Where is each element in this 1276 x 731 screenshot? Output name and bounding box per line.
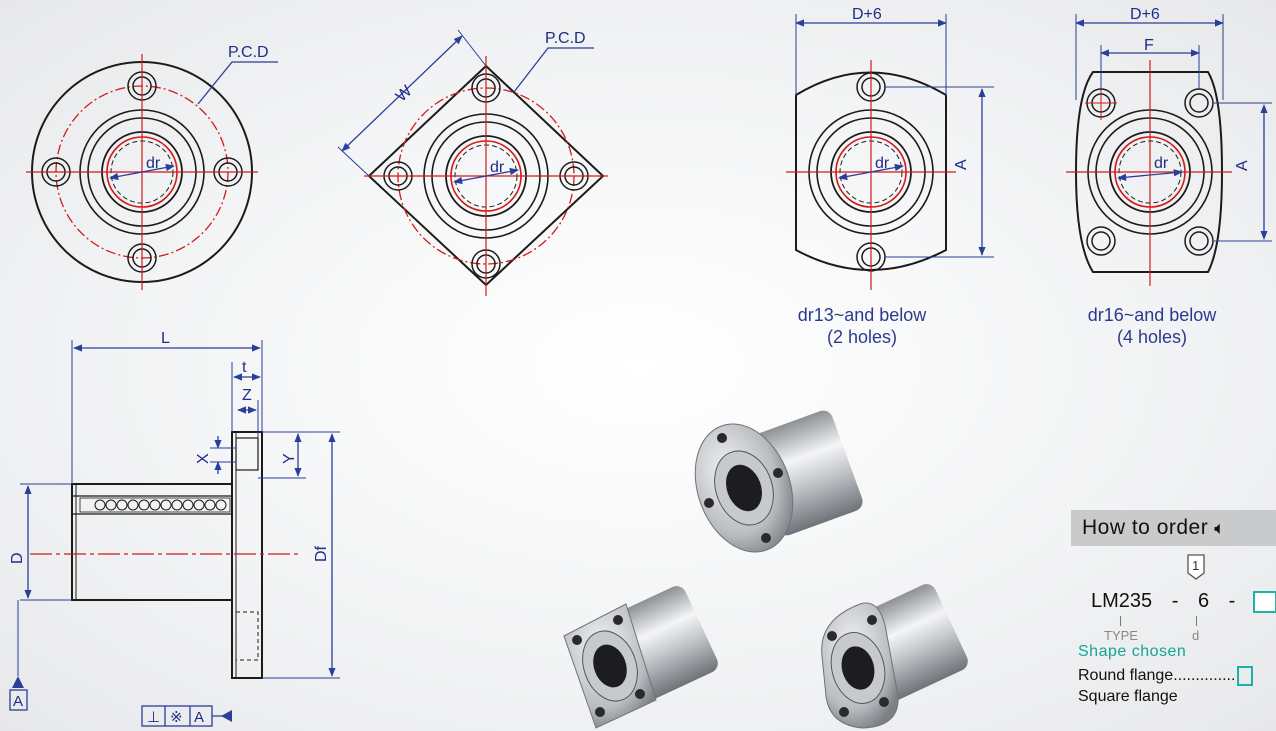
tolerance-symbol: ※ bbox=[170, 709, 183, 726]
a-label-2: A bbox=[1234, 160, 1251, 171]
option-round-flange-box[interactable] bbox=[1237, 666, 1254, 686]
caption-two-holes-line2: (2 holes) bbox=[826, 327, 898, 347]
d-label: d bbox=[1192, 628, 1200, 643]
how-to-order-title: How to order bbox=[1082, 516, 1209, 539]
product-oval-flange-photo bbox=[821, 584, 968, 729]
pcd-label-1: P.C.D bbox=[228, 44, 269, 61]
option-square-flange-label: Square flange bbox=[1078, 688, 1178, 705]
speaker-icon[interactable]: 🔈︎ bbox=[1214, 518, 1226, 538]
how-to-order-panel: How to order🔈︎ 1 LM235 - 6 - TYPE d Shap… bbox=[1071, 510, 1276, 731]
shape-chosen-title: Shape chosen bbox=[1078, 643, 1187, 660]
oval-flange-two-holes-view: dr D+6 A bbox=[786, 6, 994, 290]
type-label: TYPE bbox=[1104, 628, 1138, 643]
pcd-label-2: P.C.D bbox=[545, 30, 586, 47]
product-round-flange-photo bbox=[694, 410, 863, 553]
option-round-flange-label: Round flange.............. bbox=[1078, 667, 1236, 685]
how-to-order-header: How to order🔈︎ bbox=[1071, 510, 1276, 546]
datum-triangle-icon bbox=[12, 676, 24, 688]
order-code: LM235 bbox=[1091, 590, 1153, 612]
d-plus-6-label-1: D+6 bbox=[852, 6, 882, 23]
product-square-flange-photo bbox=[563, 586, 718, 729]
dr-label-3: dr bbox=[875, 155, 890, 172]
side-section-view: L t Z X Y Df D A ⊥ ※ A bbox=[9, 330, 340, 727]
position-marker: 1 bbox=[1187, 554, 1205, 585]
order-separator-2: - bbox=[1228, 590, 1236, 612]
round-flange-view: dr P.C.D bbox=[26, 44, 278, 290]
dr-label-4: dr bbox=[1154, 155, 1169, 172]
order-value-d: 6 bbox=[1197, 590, 1210, 612]
tolerance-datum-label: A bbox=[194, 709, 204, 726]
order-code-row: LM235 - 6 - bbox=[1091, 590, 1276, 613]
position-marker-number: 1 bbox=[1192, 558, 1199, 573]
oval-flange-four-holes-view: dr D+6 F A bbox=[1066, 6, 1272, 286]
x-label: X bbox=[195, 453, 212, 464]
order-separator-1: - bbox=[1171, 590, 1179, 612]
d-label: D bbox=[9, 552, 26, 564]
a-label-1: A bbox=[953, 159, 970, 170]
type-tick bbox=[1120, 616, 1121, 626]
dr-label-2: dr bbox=[490, 159, 505, 176]
z-label: Z bbox=[242, 387, 252, 404]
caption-four-holes-line2: (4 holes) bbox=[1116, 327, 1188, 347]
y-label: Y bbox=[281, 453, 298, 464]
caption-two-holes: dr13~and below (2 holes) bbox=[762, 304, 962, 348]
d-plus-6-label-2: D+6 bbox=[1130, 6, 1160, 23]
leader-arrow-icon bbox=[221, 710, 232, 722]
w-label: W bbox=[393, 82, 416, 105]
caption-four-holes: dr16~and below (4 holes) bbox=[1052, 304, 1252, 348]
t-label: t bbox=[242, 359, 247, 376]
df-label: Df bbox=[313, 545, 330, 562]
datum-a-label: A bbox=[13, 693, 23, 710]
caption-two-holes-line1: dr13~and below bbox=[797, 305, 927, 325]
caption-four-holes-line1: dr16~and below bbox=[1087, 305, 1217, 325]
l-label: L bbox=[161, 330, 170, 347]
option-square-flange[interactable]: Square flange bbox=[1078, 688, 1178, 706]
square-flange-view: dr W P.C.D bbox=[337, 29, 608, 296]
f-label: F bbox=[1144, 37, 1154, 54]
order-shape-slot[interactable] bbox=[1252, 590, 1276, 613]
perpendicularity-symbol: ⊥ bbox=[147, 709, 160, 726]
dr-label-1: dr bbox=[146, 155, 161, 172]
option-round-flange[interactable]: Round flange.............. bbox=[1078, 666, 1254, 686]
d-tick bbox=[1196, 616, 1197, 626]
